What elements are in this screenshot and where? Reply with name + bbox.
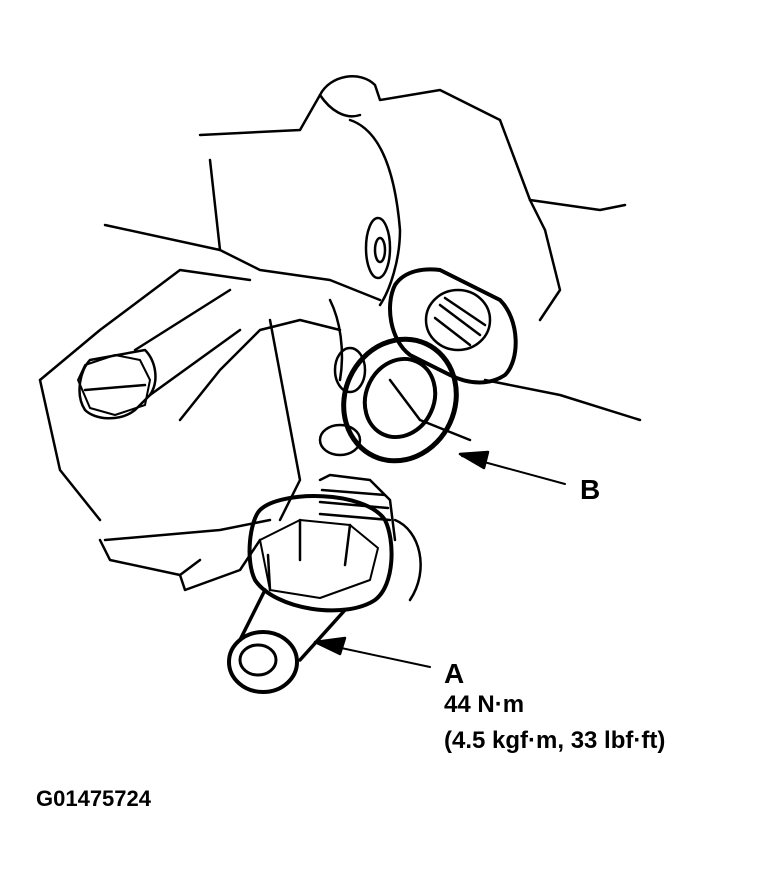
torque-spec-nm: 44 N·m: [444, 691, 525, 718]
figure-code: G01475724: [36, 786, 151, 811]
torque-spec-alt: (4.5 kgf·m, 33 lbf·ft): [444, 727, 666, 754]
banjo-bolt: [227, 473, 397, 694]
callout-a-label: A: [444, 658, 465, 689]
banjo-fitting: [388, 267, 642, 422]
lower-bracket: [98, 298, 472, 602]
upper-housing: [103, 75, 627, 322]
sealing-washer: [341, 336, 459, 464]
callout-b-label: B: [580, 474, 601, 505]
left-bolt: [38, 268, 252, 522]
leader-lines: [313, 450, 566, 668]
